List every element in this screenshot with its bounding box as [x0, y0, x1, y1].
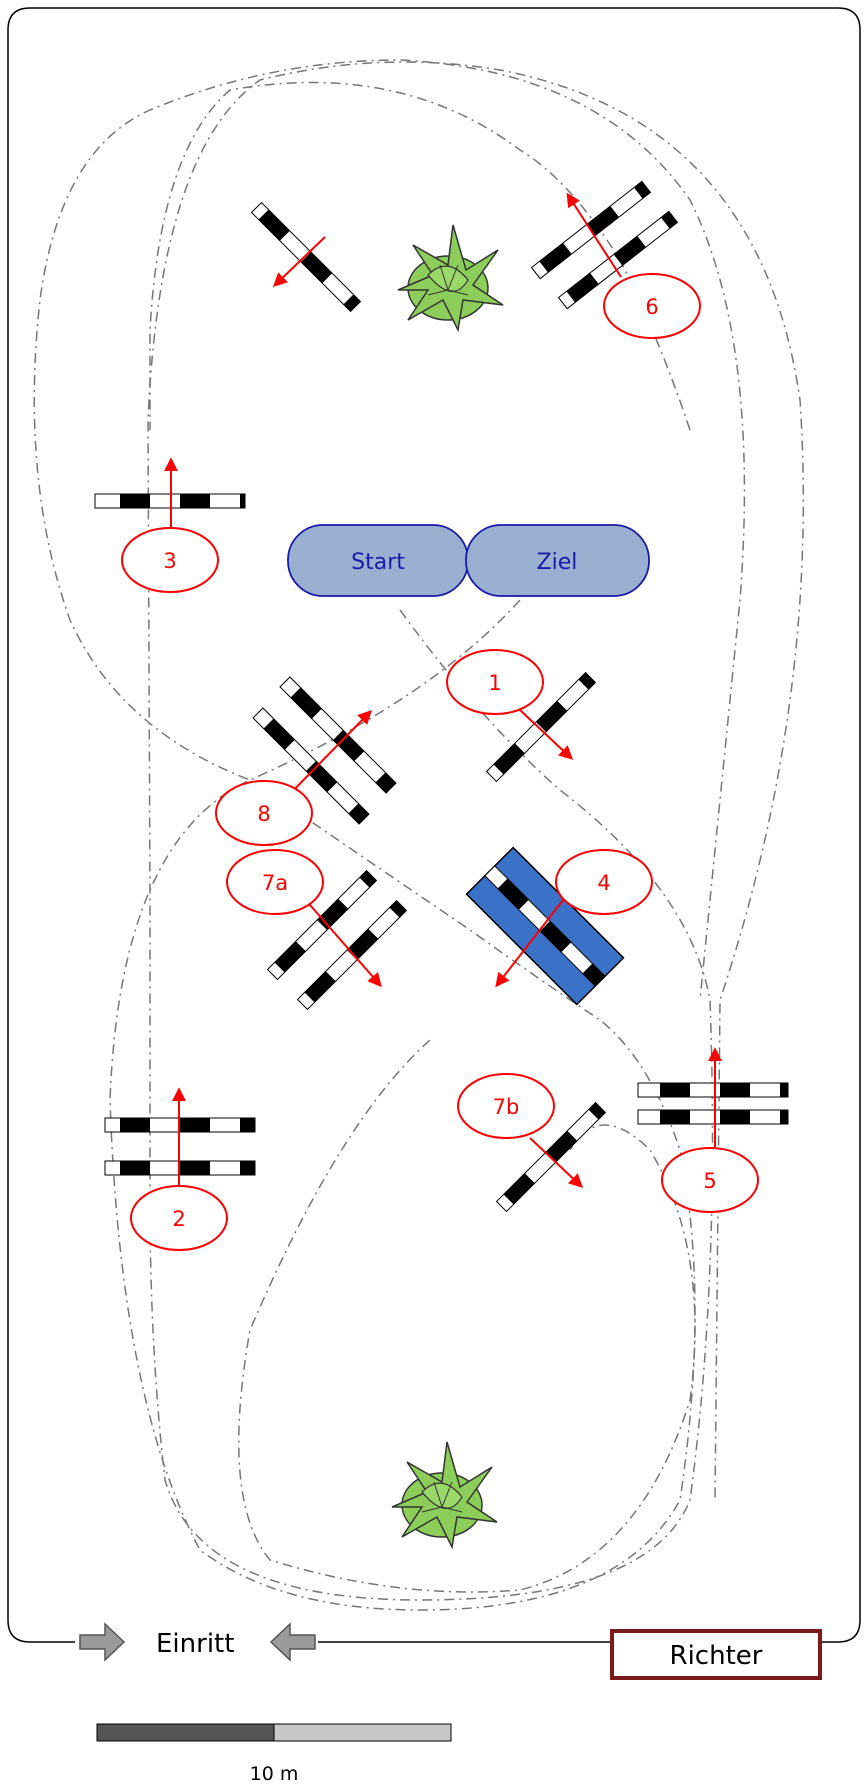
obstacle-5-poles: [637, 1082, 789, 1125]
obstacle-number-2: 2: [172, 1207, 185, 1231]
obstacle-8-poles: [252, 676, 397, 825]
finish-zone: Ziel: [465, 524, 650, 597]
plant-top: [397, 224, 504, 331]
obstacle-numbers: [121, 273, 759, 1251]
obstacle-number-1: 1: [488, 671, 501, 695]
obstacle-number-6: 6: [645, 295, 658, 319]
arrow-left-icon: [269, 1622, 316, 1662]
arrow-right-icon: [79, 1622, 126, 1662]
finish-label: Ziel: [537, 550, 578, 575]
obstacle-number-7a: 7a: [262, 871, 288, 895]
plant-bottom: [391, 1441, 498, 1548]
obstacle-number-labels: 1 2 3 4 5 6 7a 7b 8: [163, 295, 716, 1231]
judge-label: Richter: [670, 1641, 763, 1671]
obstacle-1-pole: [485, 671, 597, 783]
obstacle-number-3: 3: [163, 549, 176, 573]
obstacle-top-left-pole: [250, 201, 362, 313]
direction-arrows: [164, 192, 722, 1210]
obstacle-number-8: 8: [257, 802, 270, 826]
start-zone: Start: [287, 524, 469, 597]
entrance: Einritt: [79, 1622, 316, 1662]
scale-bar: 10 m: [96, 1723, 452, 1785]
scale-label: 10 m: [250, 1763, 299, 1785]
entrance-label: Einritt: [156, 1629, 234, 1659]
arena-border: [7, 7, 861, 1643]
judge-box: Richter: [610, 1629, 822, 1680]
obstacle-number-5: 5: [703, 1169, 716, 1193]
obstacle-number-7b: 7b: [493, 1095, 520, 1119]
obstacle-4-water: [465, 846, 625, 1006]
start-label: Start: [351, 550, 405, 575]
obstacle-number-4: 4: [597, 871, 610, 895]
